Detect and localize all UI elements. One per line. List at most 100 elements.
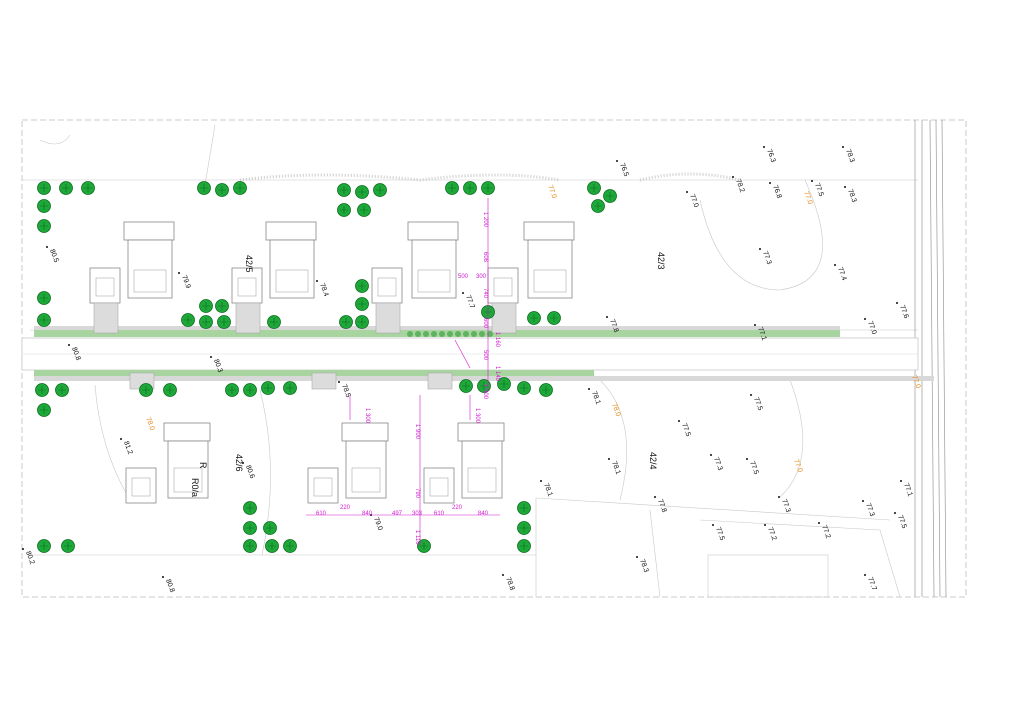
tree-mark: [246, 386, 254, 394]
tree-mark: [84, 184, 92, 192]
dimension-label: 610: [434, 511, 445, 517]
elevation-dot: [842, 146, 844, 148]
elevation-label: 80.6: [244, 464, 255, 479]
elevation-label: 77.5: [748, 460, 759, 475]
tree-mark: [200, 184, 208, 192]
elevation-label: 77.1: [756, 326, 767, 341]
elevation-label: 77.7: [866, 576, 877, 591]
elevation-dot: [894, 512, 896, 514]
elevation-label: 77.8: [608, 318, 619, 333]
elevation-dot: [834, 264, 836, 266]
elevation-dot: [818, 522, 820, 524]
elevation-label: 78.5: [340, 383, 351, 398]
elevation-dot: [502, 574, 504, 576]
dimension-label: 1 200: [482, 212, 488, 228]
elevation-label: 77.1: [902, 482, 913, 497]
elevation-dot: [769, 182, 771, 184]
plot-label: 42/6: [234, 454, 244, 472]
tree-mark: [264, 384, 272, 392]
tree-mark: [40, 316, 48, 324]
elevation-label: 77.3: [761, 250, 772, 265]
tree-mark: [530, 314, 538, 322]
tree-mark: [484, 184, 492, 192]
tree-mark: [40, 184, 48, 192]
dimension-label: 1 300: [474, 408, 480, 424]
elevation-label: 77.4: [836, 266, 847, 281]
elevation-label: 79.9: [180, 274, 191, 289]
elevation-dot: [763, 146, 765, 148]
tree-mark: [376, 186, 384, 194]
contour-label: 77.0: [802, 190, 813, 205]
plot-label: 42/4: [648, 452, 658, 470]
tree-mark: [466, 184, 474, 192]
elevation-label: 77.2: [820, 524, 831, 539]
elevation-dot: [636, 556, 638, 558]
house-interiors: [95, 269, 567, 497]
dimension-label: 1 140: [494, 366, 500, 382]
tree-mark: [166, 386, 174, 394]
dimension-label: 220: [452, 505, 463, 511]
dimension-label: 1 300: [364, 408, 370, 424]
elevation-label: 78.4: [318, 282, 329, 297]
contour-label: 78.0: [144, 416, 155, 431]
elevation-label: 78.1: [590, 390, 601, 405]
elevation-label: 77.5: [813, 182, 824, 197]
elevation-label: 77.7: [464, 294, 475, 309]
tree-mark: [590, 184, 598, 192]
elevation-dot: [862, 500, 864, 502]
contour-label: 77.0: [546, 184, 557, 199]
terrain-hatch: [239, 173, 561, 182]
contour-label: 77.0: [910, 374, 921, 389]
elevation-label: 80.8: [70, 346, 81, 361]
dimension-label: 1 900: [414, 424, 420, 440]
elevation-dot: [606, 316, 608, 318]
tree-mark: [228, 386, 236, 394]
elevation-label: 77.0: [688, 193, 699, 208]
elevation-dot: [746, 458, 748, 460]
dimension-label: 500: [482, 350, 488, 361]
tree-mark: [218, 302, 226, 310]
tree-mark: [606, 192, 614, 200]
elevation-dot: [608, 458, 610, 460]
elevation-dot: [686, 191, 688, 193]
house-label: RR0/a: [190, 462, 208, 497]
elevation-dot: [811, 180, 813, 182]
elevation-dot: [338, 381, 340, 383]
tree-mark: [246, 504, 254, 512]
elevation-dot: [712, 524, 714, 526]
elevation-label: 78.1: [610, 460, 621, 475]
elevation-dot: [864, 318, 866, 320]
house-label-text: R0/a: [190, 478, 200, 497]
tree-mark: [286, 542, 294, 550]
tree-mark: [462, 382, 470, 390]
elevation-dot: [759, 248, 761, 250]
tree-mark: [448, 184, 456, 192]
tree-mark: [40, 294, 48, 302]
elevation-label: 78.8: [504, 576, 515, 591]
dimension-label: 497: [392, 511, 403, 517]
elevation-dot: [764, 524, 766, 526]
contour-label: 77.0: [792, 458, 803, 473]
elevation-label: 80.2: [24, 550, 35, 565]
tree-mark: [500, 380, 508, 388]
elevation-label: 77.0: [866, 320, 877, 335]
elevation-label: 77.3: [712, 456, 723, 471]
elevation-dot: [844, 186, 846, 188]
elevation-dot: [896, 302, 898, 304]
elevation-dot: [68, 344, 70, 346]
elevation-label: 78.3: [846, 188, 857, 203]
tree-mark: [550, 314, 558, 322]
tree-mark: [142, 386, 150, 394]
tree-mark: [542, 386, 550, 394]
tree-mark: [64, 542, 72, 550]
tree-mark: [594, 202, 602, 210]
elevation-label: 76.5: [618, 162, 629, 177]
hedge-dots: [407, 331, 493, 337]
tree-mark: [40, 406, 48, 414]
tree-mark: [220, 318, 228, 326]
dimension-label: 600: [482, 318, 488, 329]
elevation-label: 77.8: [656, 498, 667, 513]
